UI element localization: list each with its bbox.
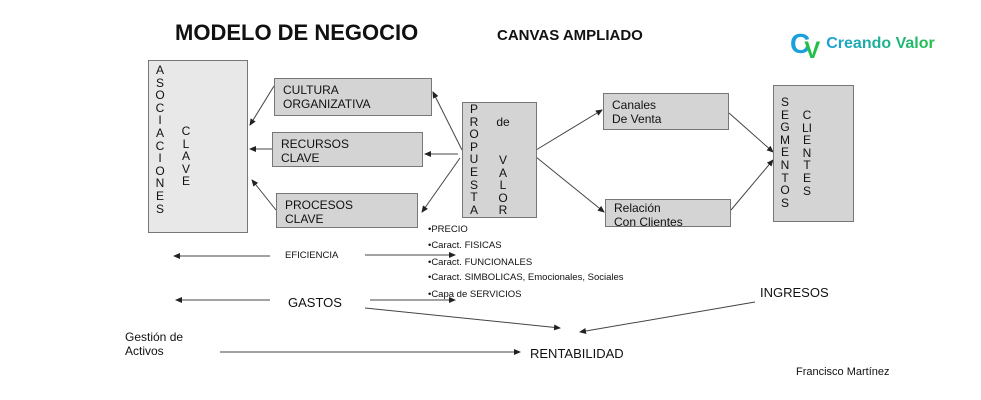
relacion-line1: Relación <box>614 201 661 215</box>
logo-text: Creando Valor <box>826 35 935 52</box>
propuesta-valor-box: PROPUESTA de VALOR <box>462 102 537 218</box>
clientes-label: CLIENTES <box>802 108 813 198</box>
propuesta-label: PROPUESTA <box>469 102 479 217</box>
recursos-line1: RECURSOS <box>281 137 350 151</box>
cultura-line1: CULTURA <box>283 83 339 97</box>
gastos-label: GASTOS <box>288 295 342 310</box>
logo: CV Creando Valor <box>790 28 935 64</box>
cultura-line2: ORGANIZATIVA <box>283 97 371 111</box>
relacion-box: Relación Con Clientes <box>605 199 731 229</box>
value-attribute: •Caract. FISICAS <box>428 240 502 251</box>
canales-line2: De Venta <box>612 112 662 126</box>
clave-label: CLAVE <box>181 124 191 189</box>
value-attribute: •Caract. FUNCIONALES <box>428 257 533 268</box>
gestion-line1: Gestión de <box>125 330 184 344</box>
de-label: de <box>496 115 510 129</box>
gestion-activos-label: Gestión de Activos <box>125 330 183 358</box>
ingresos-label: INGRESOS <box>760 285 829 300</box>
procesos-line2: CLAVE <box>285 212 324 226</box>
value-attribute: •PRECIO <box>428 224 468 235</box>
rentabilidad-label: RENTABILIDAD <box>530 346 624 361</box>
canales-box: Canales De Venta <box>603 93 729 130</box>
relacion-line2: Con Clientes <box>614 215 683 229</box>
recursos-box: RECURSOS CLAVE <box>272 132 423 167</box>
gestion-line2: Activos <box>125 344 164 358</box>
procesos-box: PROCESOS CLAVE <box>276 193 418 228</box>
segmentos-clientes-box: SEGMENTOS CLIENTES <box>773 85 854 222</box>
author-label: Francisco Martínez <box>796 366 890 378</box>
value-attribute: •Capa de SERVICIOS <box>428 289 522 300</box>
cultura-box: CULTURA ORGANIZATIVA <box>274 78 432 116</box>
asociaciones-label: ASOCIACIONES <box>155 63 165 216</box>
diagram-subtitle: CANVAS AMPLIADO <box>497 27 643 44</box>
eficiencia-label: EFICIENCIA <box>285 250 339 261</box>
value-attribute: •Caract. SIMBOLICAS, Emocionales, Social… <box>428 272 624 283</box>
procesos-line1: PROCESOS <box>285 198 354 212</box>
segmentos-label: SEGMENTOS <box>780 95 790 210</box>
valor-label: VALOR <box>498 153 508 218</box>
recursos-line2: CLAVE <box>281 151 320 165</box>
diagram-title: MODELO DE NEGOCIO <box>175 20 419 45</box>
canales-line1: Canales <box>612 98 657 112</box>
asociaciones-clave-box: ASOCIACIONES CLAVE <box>148 60 248 233</box>
